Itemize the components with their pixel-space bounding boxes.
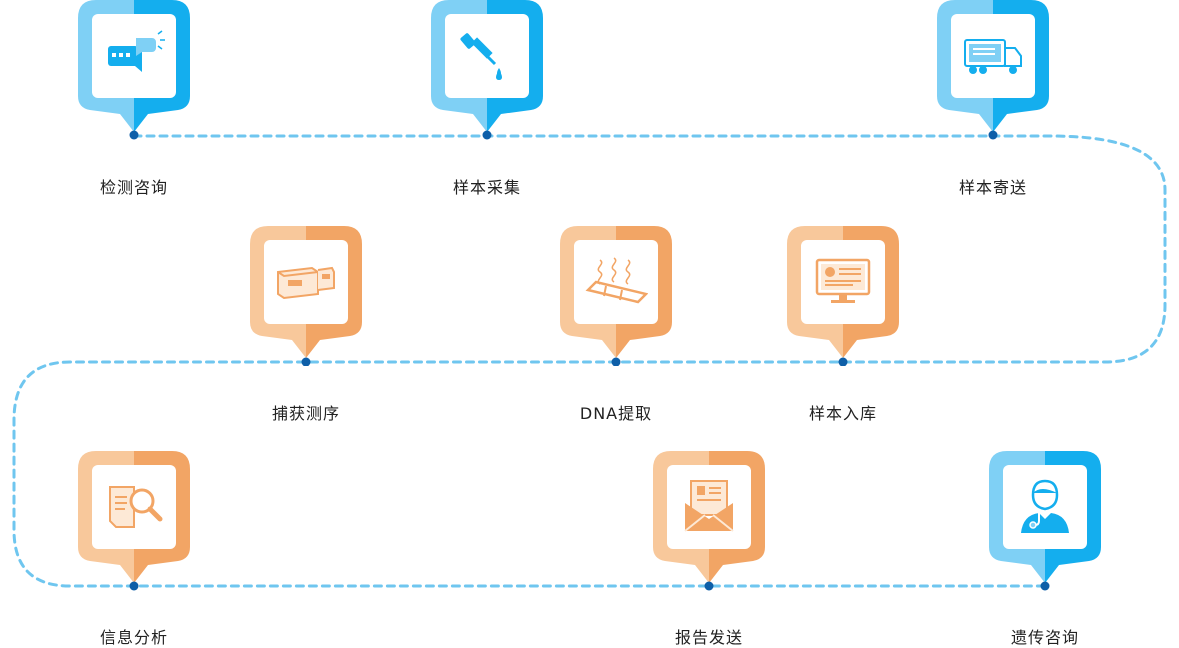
step-label: 样本寄送: [958, 178, 1027, 197]
chat-bubble-icon: [108, 30, 165, 72]
step-pin-sample-storage[interactable]: [787, 226, 899, 366]
truck-icon: [964, 39, 1022, 74]
step-label: 报告发送: [674, 628, 743, 647]
icon-frame: [92, 14, 176, 98]
icon-frame: [445, 14, 529, 98]
dropper-icon: [460, 33, 502, 80]
step-label: 捕获测序: [271, 404, 340, 423]
step-pin-sample-collection[interactable]: [431, 0, 543, 140]
step-label: 遗传咨询: [1010, 628, 1079, 647]
step-pin-sample-shipping[interactable]: [937, 0, 1049, 140]
dna-chip-icon: [585, 257, 648, 304]
step-pin-capture-sequencing[interactable]: [250, 226, 362, 366]
step-label: 检测咨询: [99, 178, 168, 197]
document-search-icon: [109, 486, 163, 528]
step-pin-report-sending[interactable]: [653, 451, 765, 591]
doctor-icon: [1021, 479, 1069, 533]
step-pin-genetic-counseling[interactable]: [989, 451, 1101, 591]
step-label: 样本采集: [452, 178, 521, 197]
step-pin-info-analysis[interactable]: [78, 451, 190, 591]
step-pin-consultation[interactable]: [78, 0, 190, 140]
icon-frame: [951, 14, 1035, 98]
step-pin-dna-extraction[interactable]: [560, 226, 672, 366]
icon-frame: [801, 240, 885, 324]
icon-frame: [264, 240, 348, 324]
icon-frame: [92, 465, 176, 549]
icon-frame: [667, 465, 751, 549]
envelope-icon: [684, 480, 734, 532]
monitor-icon: [815, 258, 871, 303]
sequencer-icon: [277, 266, 335, 300]
step-label: DNA提取: [579, 404, 653, 423]
icon-frame: [574, 240, 658, 324]
icon-frame: [1003, 465, 1087, 549]
step-label: 样本入库: [808, 404, 877, 423]
step-label: 信息分析: [99, 628, 168, 647]
